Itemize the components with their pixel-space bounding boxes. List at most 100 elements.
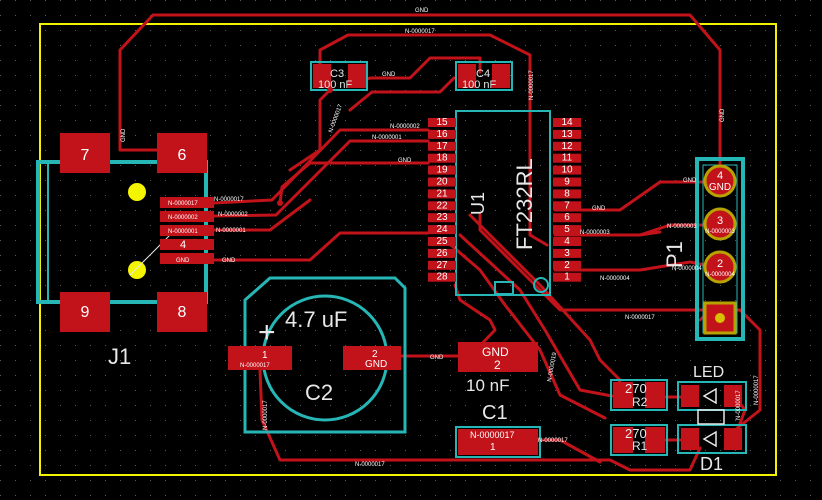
p1-pad-3[interactable] xyxy=(703,207,737,241)
c3-capacitor[interactable]: C3 100 nF xyxy=(310,61,368,91)
r1-pad-1[interactable] xyxy=(645,427,665,453)
u1-pin-left-16[interactable] xyxy=(428,129,456,139)
u1-pin-right-8[interactable] xyxy=(553,189,581,199)
j1-ref: J1 xyxy=(108,344,131,369)
net-label-gnd-top: GND xyxy=(415,8,429,14)
p1-pad-2-num: 2 xyxy=(717,258,723,270)
u1-pin-label-7: 7 xyxy=(564,200,570,211)
u1-pin-label-8: 8 xyxy=(564,188,570,199)
led-upper-pad-a[interactable] xyxy=(681,385,699,407)
u1-pin-right-1[interactable] xyxy=(553,272,581,282)
c2-pad-1[interactable] xyxy=(228,346,292,370)
u1-pin-right-6[interactable] xyxy=(553,213,581,223)
net-label-n17-led: N-0000017 xyxy=(736,390,742,420)
u1-pin-left-25[interactable] xyxy=(428,237,456,246)
u1-pin-left-23[interactable] xyxy=(428,213,456,223)
u1-pin-left-26[interactable] xyxy=(428,248,456,258)
j1-mount-hole-top xyxy=(128,183,146,201)
j1-pin-pad-3[interactable] xyxy=(160,225,214,236)
u1-pin-right-9[interactable] xyxy=(553,177,581,187)
r2-pad-2[interactable] xyxy=(613,382,633,408)
net-label-n19-a: N-0000019 xyxy=(547,351,558,382)
net-label-n2-j1: N-0000002 xyxy=(218,212,248,218)
led-lower-pad-a[interactable] xyxy=(681,428,699,450)
led-lower-pad-k[interactable] xyxy=(724,428,742,450)
j1-pin-pad-4[interactable] xyxy=(160,239,214,250)
j1-pin-pad-1[interactable] xyxy=(160,197,214,208)
u1-pin-right-4[interactable] xyxy=(553,237,581,246)
c1-pad-1-net: N-0000017 xyxy=(470,430,515,440)
net-label-gnd-u1r: GND xyxy=(592,206,606,212)
j1-mount-hole-bottom xyxy=(128,261,146,279)
u1-pin-left-27[interactable] xyxy=(428,260,456,270)
c2-pad-2-num: 2 xyxy=(372,349,378,360)
c4-value: 100 nF xyxy=(462,79,497,91)
j1-usb-connector[interactable]: 7 6 9 8 N-0000017 N-0000002 N-0000001 4 … xyxy=(36,133,214,369)
j1-pin-pad-2[interactable] xyxy=(160,211,214,222)
p1-pad-2[interactable] xyxy=(703,250,737,284)
u1-pin-left-19[interactable] xyxy=(428,165,456,175)
j1-pin-label-3: N-0000001 xyxy=(168,229,198,235)
u1-pin-right-10[interactable] xyxy=(553,165,581,175)
net-label-n17-c4: N-0000017 xyxy=(529,70,535,100)
p1-pad-4-net: GND xyxy=(709,182,731,193)
c2-pad-1-num: 1 xyxy=(262,350,268,361)
u1-pin-left-20[interactable] xyxy=(428,177,456,187)
j1-pad-9[interactable] xyxy=(60,292,110,332)
c3-courtyard xyxy=(310,61,368,91)
net-label-n3-p1: N-0000003 xyxy=(667,224,697,230)
j1-pad-6[interactable] xyxy=(157,133,207,173)
j1-pin-pad-5[interactable] xyxy=(160,253,214,264)
u1-pin-label-6: 6 xyxy=(564,212,570,223)
u1-pin-left-17[interactable] xyxy=(428,141,456,151)
net-label-gnd-u1: GND xyxy=(398,158,412,164)
c4-capacitor[interactable]: C4 100 nF xyxy=(455,61,513,91)
p1-header[interactable]: 4 GND 3 N-0000003 2 N-0000004 P1 xyxy=(662,157,745,341)
j1-pad-8[interactable] xyxy=(157,292,207,332)
u1-pin-right-12[interactable] xyxy=(553,141,581,151)
p1-pad-4[interactable] xyxy=(703,164,737,198)
u1-pin-right-5[interactable] xyxy=(553,225,581,235)
u1-pin-right-7[interactable] xyxy=(553,201,581,211)
u1-pin-right-14[interactable] xyxy=(553,118,581,127)
c1-pad-1-num: 1 xyxy=(490,442,496,453)
c3-pad-2[interactable] xyxy=(348,64,366,88)
u1-pin-left-18[interactable] xyxy=(428,153,456,163)
r1-resistor[interactable]: 270 R1 xyxy=(610,424,668,456)
u1-pin-left-21[interactable] xyxy=(428,189,456,199)
u1-pin-label-2: 2 xyxy=(564,260,570,271)
c2-capacitor[interactable]: + 4.7 uF C2 1 N-0000017 2 GND xyxy=(228,276,407,434)
u1-pin-left-15[interactable] xyxy=(428,118,456,127)
led-upper-pad-k[interactable] xyxy=(724,385,742,407)
net-label-n17-c2: N-0000017 xyxy=(263,400,269,430)
u1-pin-left-24[interactable] xyxy=(428,225,456,235)
u1-pin-label-20: 20 xyxy=(436,177,448,188)
r2-pad-1[interactable] xyxy=(645,382,665,408)
u1-pin-right-3[interactable] xyxy=(553,248,581,258)
u1-pin-right-11[interactable] xyxy=(553,153,581,163)
c2-pad-2[interactable] xyxy=(343,346,401,370)
led-d1[interactable]: LED D1 xyxy=(677,364,747,474)
u1-pin-label-17: 17 xyxy=(436,141,448,152)
r1-pad-2[interactable] xyxy=(613,427,633,453)
c4-pad-1[interactable] xyxy=(458,64,476,88)
u1-pin-left-28[interactable] xyxy=(428,272,456,282)
c1-capacitor[interactable]: GND 2 10 nF C1 N-0000017 1 xyxy=(455,342,541,458)
c4-pad-2[interactable] xyxy=(492,64,510,88)
j1-pad-6-label: 6 xyxy=(178,147,187,164)
u1-pin-label-3: 3 xyxy=(564,248,570,259)
c3-pad-1[interactable] xyxy=(313,64,331,88)
c2-ref: C2 xyxy=(305,380,333,405)
j1-pad-7[interactable] xyxy=(60,133,110,173)
p1-pad-4-num: 4 xyxy=(717,170,723,182)
u1-pin-right-2[interactable] xyxy=(553,260,581,270)
c1-pad-1[interactable] xyxy=(458,429,538,455)
c1-pad-2[interactable] xyxy=(458,342,538,372)
u1-pin1-marker xyxy=(533,277,549,293)
c2-pad-1-net: N-0000017 xyxy=(240,363,270,369)
u1-pin-left-22[interactable] xyxy=(428,201,456,211)
r2-resistor[interactable]: 270 R2 xyxy=(610,379,668,411)
u1-pin-right-13[interactable] xyxy=(553,129,581,139)
